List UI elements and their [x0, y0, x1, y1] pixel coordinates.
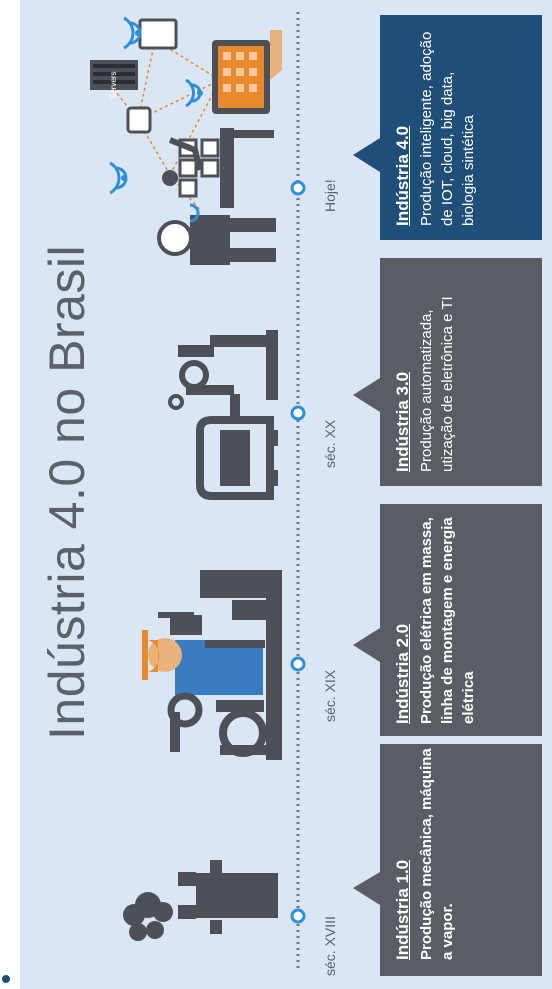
stage-heading-3: Indústria 3.0 — [393, 371, 412, 472]
iot-network-icon: Servers — [90, 16, 282, 265]
infographic-poster: Servers — [20, 0, 552, 989]
era-label-xix: séc. XIX — [322, 669, 338, 722]
timeline-node-xviii — [290, 908, 306, 924]
timeline-graphics: Servers — [90, 12, 542, 976]
stage-box-4 — [353, 15, 542, 240]
era-label-xviii: séc. XVIII — [322, 916, 338, 976]
stage-heading-2: Indústria 2.0 — [393, 623, 412, 724]
stage-box-2 — [353, 504, 542, 736]
page-title: Indústria 4.0 no Brasil — [39, 244, 95, 740]
stage-box-3 — [353, 258, 542, 486]
timeline-node-xix — [290, 656, 306, 672]
stage-box-1 — [353, 744, 542, 976]
timeline-node-xx — [290, 405, 306, 421]
stage-body-3: Produção automatizada, utização de eletr… — [418, 296, 456, 472]
stage-card-1: Indústria 1.0 Produção mecânica, máquina… — [392, 748, 458, 960]
stage-body-4: Produção inteligente, adoção de IOT, clo… — [418, 31, 477, 226]
stage-card-4: Indústria 4.0 Produção inteligente, adoç… — [392, 21, 479, 226]
stage-heading-1: Indústria 1.0 — [393, 859, 412, 960]
stage-body-1: Produção mecânica, máquina a vapor. — [418, 748, 456, 960]
stage-card-2: Indústria 2.0 Produção elétrica em massa… — [392, 502, 479, 724]
timeline-node-hoje — [290, 180, 306, 196]
factory-smoke-icon — [123, 860, 278, 941]
stage-body-2: Produção elétrica em massa, linha de mon… — [418, 517, 477, 724]
assembly-worker-icon — [142, 570, 282, 760]
stage-heading-4: Indústria 4.0 — [393, 125, 412, 226]
robot-arm-car-icon — [168, 330, 278, 500]
corner-dot-icon — [2, 975, 10, 983]
stage-card-3: Indústria 3.0 Produção automatizada, uti… — [392, 264, 458, 472]
era-label-hoje: Hoje! — [322, 179, 338, 212]
era-label-xx: séc. XX — [322, 419, 338, 468]
servers-label: Servers — [109, 71, 118, 99]
